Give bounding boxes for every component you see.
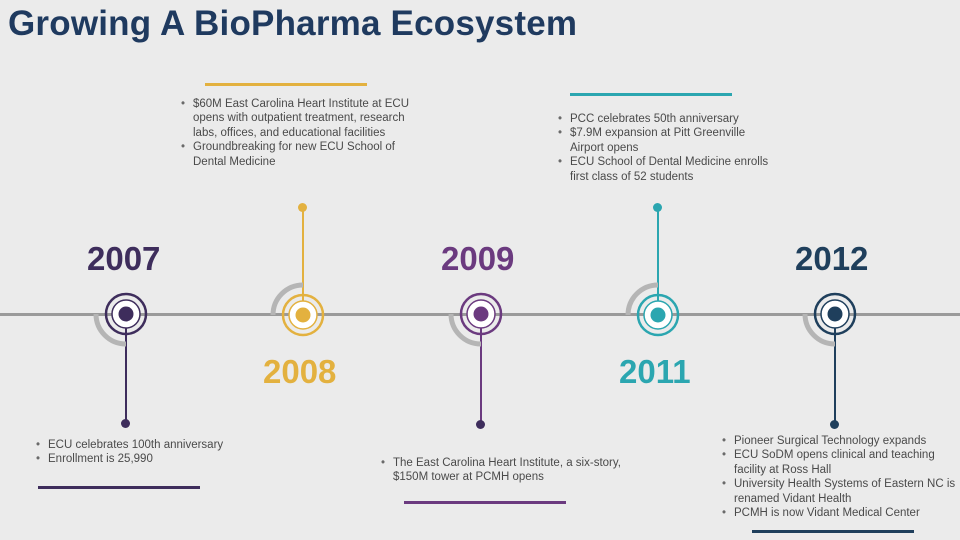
note-item: PCMH is now Vidant Medical Center xyxy=(719,506,959,521)
marker-2009 xyxy=(448,292,503,347)
stem-dot-2011 xyxy=(653,203,662,212)
note-item: ECU SoDM opens clinical and teaching fac… xyxy=(719,448,959,477)
note-item: ECU celebrates 100th anniversary xyxy=(33,438,263,453)
accent-bar-2008 xyxy=(205,83,367,86)
year-label-2007: 2007 xyxy=(87,240,161,277)
stem-dot-2009 xyxy=(476,420,485,429)
marker-2007 xyxy=(93,292,148,347)
stem-2011 xyxy=(657,209,659,304)
note-item: University Health Systems of Eastern NC … xyxy=(719,477,959,506)
accent-bar-2012 xyxy=(752,530,914,533)
note-item: PCC celebrates 50th anniversary xyxy=(555,112,777,127)
page-title: Growing A Bio​Pharma Ecosystem xyxy=(8,4,578,43)
stem-2007 xyxy=(125,328,127,424)
note-item: Enrollment is 25,990 xyxy=(33,452,263,467)
year-label-2012: 2012 xyxy=(795,240,869,277)
stem-dot-2008 xyxy=(298,203,307,212)
stem-dot-2012 xyxy=(830,420,839,429)
year-label-2009: 2009 xyxy=(441,240,515,277)
stem-dot-2007 xyxy=(121,419,130,428)
note-item: $7.9M expansion at Pitt Greenville Airpo… xyxy=(555,126,777,155)
year-label-2011: 2011 xyxy=(619,353,691,390)
stem-2008 xyxy=(302,209,304,304)
notes-2011: PCC celebrates 50th anniversary $7.9M ex… xyxy=(555,112,777,184)
notes-2012: Pioneer Surgical Technology expands ECU … xyxy=(719,434,959,521)
note-item: Pioneer Surgical Technology expands xyxy=(719,434,959,449)
year-label-2008: 2008 xyxy=(263,353,337,390)
marker-2008 xyxy=(270,282,325,337)
marker-2012 xyxy=(802,292,857,347)
note-item: The East Carolina Heart Institute, a six… xyxy=(378,456,628,485)
note-item: Groundbreaking for new ECU School of Den… xyxy=(178,140,418,169)
notes-2009: The East Carolina Heart Institute, a six… xyxy=(378,456,628,485)
note-item: $60M East Carolina Heart Institute at EC… xyxy=(178,97,418,140)
notes-2007: ECU celebrates 100th anniversary Enrollm… xyxy=(33,438,263,467)
accent-bar-2009 xyxy=(404,501,566,504)
marker-2011 xyxy=(625,282,680,337)
accent-bar-2011 xyxy=(570,93,732,96)
notes-2008: $60M East Carolina Heart Institute at EC… xyxy=(178,97,418,169)
stem-2009 xyxy=(480,328,482,424)
note-item: ECU School of Dental Medicine enrolls fi… xyxy=(555,155,777,184)
stem-2012 xyxy=(834,328,836,424)
accent-bar-2007 xyxy=(38,486,200,489)
